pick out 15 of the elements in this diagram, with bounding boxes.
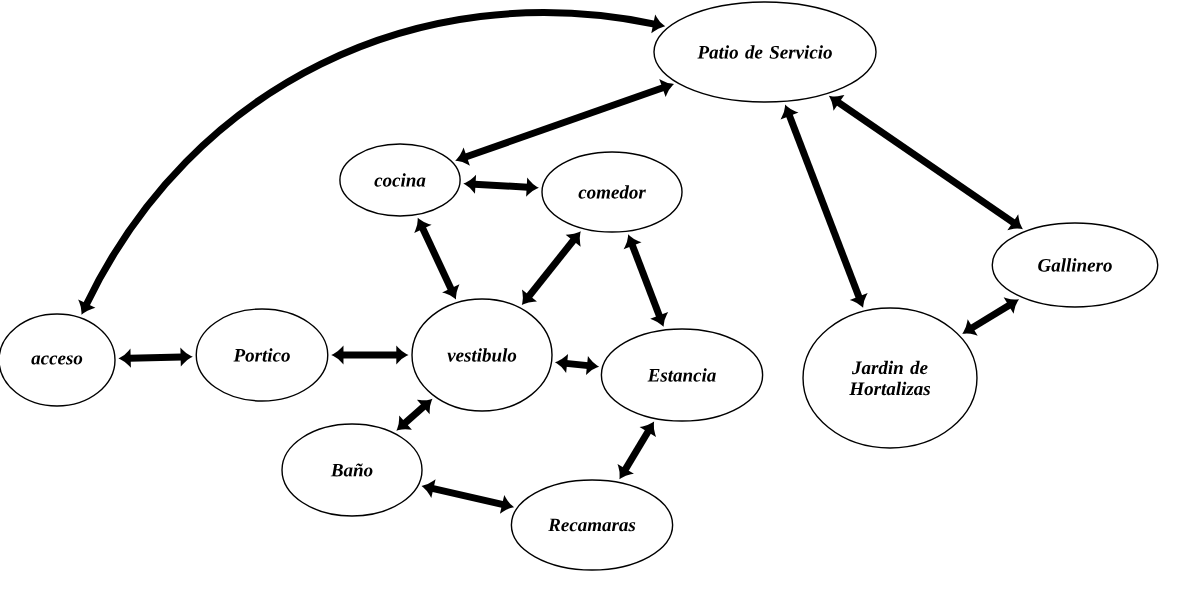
double-arrow	[422, 480, 513, 513]
double-arrow	[624, 235, 667, 326]
double-arrow	[781, 105, 867, 307]
double-arrow	[556, 355, 598, 374]
double-arrow	[415, 219, 459, 299]
double-arrow	[119, 349, 192, 366]
double-arrow	[464, 176, 538, 195]
double-arrow	[522, 232, 581, 305]
double-arrow	[397, 399, 432, 431]
double-arrow	[79, 9, 664, 314]
double-arrow	[829, 95, 1022, 230]
double-arrow	[618, 422, 656, 479]
double-arrow	[456, 80, 673, 165]
double-arrow	[332, 347, 408, 363]
double-arrow	[963, 298, 1018, 335]
